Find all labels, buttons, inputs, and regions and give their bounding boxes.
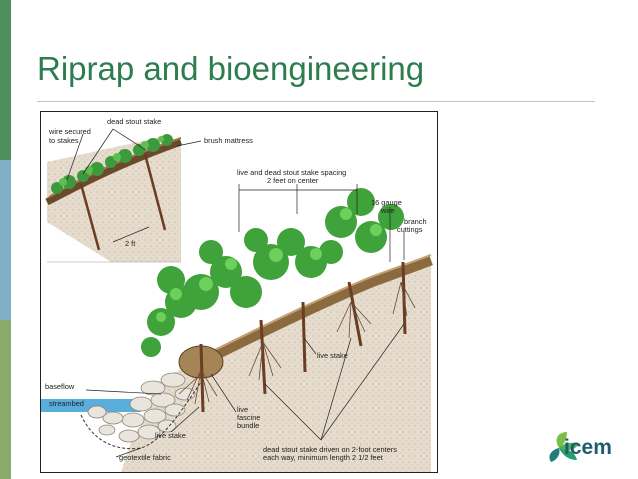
label-to-stakes: to stakes — [49, 136, 79, 145]
inset-detail — [45, 134, 183, 263]
diagram-labels: dead stout stake wire secured to stakes … — [45, 117, 427, 462]
leader-lines — [66, 128, 405, 458]
label-spacing-2: 2 feet on center — [267, 176, 319, 185]
label-fascine: fascine — [237, 413, 260, 422]
label-two-ft: 2 ft — [125, 239, 135, 248]
logo-text: icem — [564, 436, 612, 459]
geotextile-line — [80, 381, 202, 450]
label-branch: branch — [404, 217, 427, 226]
label-live-stake-bottom: live stake — [155, 431, 186, 440]
label-dead-stout-stake: dead stout stake — [107, 117, 161, 126]
label-spacing: live and dead stout stake spacing — [237, 168, 346, 177]
label-gauge-wire: wire — [380, 206, 395, 215]
roots — [178, 281, 416, 405]
main-bank — [41, 188, 433, 472]
slide-title: Riprap and bioengineering — [37, 50, 425, 87]
label-baseflow: baseflow — [45, 382, 75, 391]
label-dead-stake-driven: dead stout stake driven on 2-foot center… — [263, 445, 397, 454]
stream-water — [41, 399, 141, 412]
label-fascine-live: live — [237, 405, 248, 414]
label-min-length: each way, minimum length 2 1/2 feet — [263, 453, 383, 462]
label-cuttings: cuttings — [397, 225, 423, 234]
label-streambed: streambed — [49, 399, 84, 408]
accent-bar-top — [0, 0, 11, 160]
label-brush-mattress: brush mattress — [204, 136, 253, 145]
stakes — [199, 261, 407, 413]
accent-bar-bottom — [0, 320, 11, 479]
label-gauge: 16 gauge — [371, 198, 402, 207]
accent-bar-middle — [0, 160, 11, 320]
label-geotextile: geotextile fabric — [119, 453, 171, 462]
bioengineering-diagram: dead stout stake wire secured to stakes … — [40, 111, 438, 473]
label-bundle: bundle — [237, 421, 259, 430]
label-live-stake-mid: live stake — [317, 351, 348, 360]
label-wire-secured: wire secured — [48, 127, 91, 136]
leaf-icon — [549, 432, 579, 462]
riprap-rocks — [87, 372, 196, 443]
title-divider — [37, 101, 595, 102]
